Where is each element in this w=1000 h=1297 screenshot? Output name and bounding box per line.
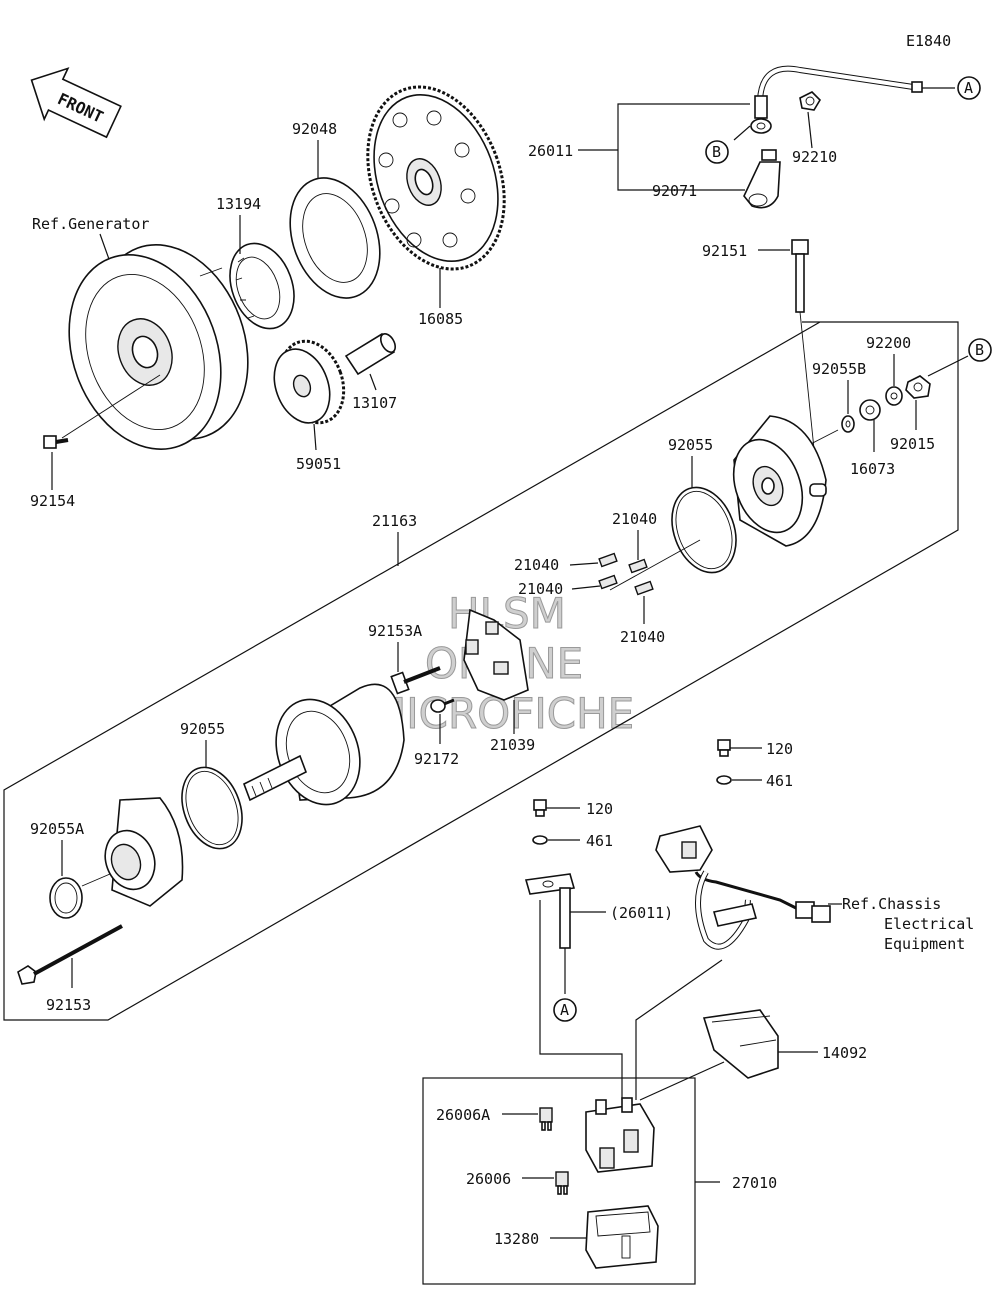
bolt-92154 [43,374,161,449]
label-16085: 16085 [418,310,463,328]
label-92048: 92048 [292,120,337,138]
label-92015: 92015 [890,435,935,453]
label-21163: 21163 [372,512,417,530]
ref-chassis-line-1: Ref.Chassis [842,895,941,913]
fuse-26006a [539,1107,553,1131]
label-13107: 13107 [352,394,397,412]
label-27010: 27010 [732,1174,777,1192]
relay-holder-13280 [585,1205,659,1269]
starter-relay [585,1097,655,1173]
label-120-left: 120 [586,800,613,818]
label-92071: 92071 [652,182,697,200]
washer-92200 [885,386,903,406]
label-26011: 26011 [528,142,573,160]
diagram-code: E1840 [906,32,951,50]
label-16073: 16073 [850,460,895,478]
nut-92015 [905,375,931,399]
clutch-housing-92048 [289,177,381,299]
label-21039: 21039 [490,736,535,754]
label-92154: 92154 [30,492,75,510]
ref-chassis-line-2: Electrical [884,915,974,933]
starter-assembly-outline [3,321,959,1021]
label-92055-bottom: 92055 [180,720,225,738]
o-ring-92055-top [671,486,737,574]
label-26011-paren: (26011) [610,904,673,922]
starter-yoke-armature [242,683,405,806]
end-cover [732,415,827,547]
watermark-line-1: HLSM [448,589,566,638]
label-59051: 59051 [296,455,341,473]
label-26006: 26006 [466,1170,511,1188]
collar-16073 [859,399,881,421]
label-14092: 14092 [822,1044,867,1062]
label-21040-2: 21040 [514,556,559,574]
washer-92055b [841,415,855,433]
connector-b-right: B [975,341,984,359]
label-92055a: 92055A [30,820,84,838]
o-ring-92055-bottom [181,766,243,850]
ref-chassis-line-3: Equipment [884,935,965,953]
label-92172: 92172 [414,750,459,768]
relay-box-27010 [422,1077,720,1285]
fuse-26006 [555,1171,569,1195]
shaft-13107 [344,332,397,376]
bolt-120-right [717,739,731,757]
one-way-clutch-13194 [229,242,295,330]
connector-b-top: B [712,143,721,161]
idle-gear-59051 [273,339,346,425]
brush-springs-21040 [598,552,654,596]
bolt-92153 [17,924,123,985]
label-21040-4: 21040 [620,628,665,646]
cable-26011 [524,873,577,1022]
bolt-120-left [533,799,547,817]
label-92153a: 92153A [368,622,422,640]
flywheel-rotor [68,244,249,450]
label-92153: 92153 [46,996,91,1014]
connector-a-bottom: A [560,1001,569,1019]
label-92055b: 92055B [812,360,866,378]
label-92210: 92210 [792,148,837,166]
relay-cover-14092 [702,1009,779,1079]
connector-a-top: A [964,79,973,97]
washer-461-left [532,835,548,845]
label-92055-top: 92055 [668,436,713,454]
relay-harness [655,825,831,950]
wire-lead-26011: A B [578,65,981,209]
screw-92172 [430,698,455,713]
label-21040-3: 21040 [518,580,563,598]
label-92151: 92151 [702,242,747,260]
label-21040-1: 21040 [612,510,657,528]
label-13280: 13280 [494,1230,539,1248]
label-13194: 13194 [216,195,261,213]
label-461-right: 461 [766,772,793,790]
label-461-left: 461 [586,832,613,850]
screw-92153a [390,666,441,695]
o-ring-92055a [49,877,83,919]
label-92200: 92200 [866,334,911,352]
starter-gear-16085 [366,85,506,271]
label-26006a: 26006A [436,1106,490,1124]
washer-461-right [716,775,732,785]
front-bracket [104,797,184,907]
front-arrow-icon: FRONT [30,67,122,139]
ref-generator-label: Ref.Generator [32,215,149,233]
label-120-right: 120 [766,740,793,758]
brush-holder-21039 [463,608,529,701]
